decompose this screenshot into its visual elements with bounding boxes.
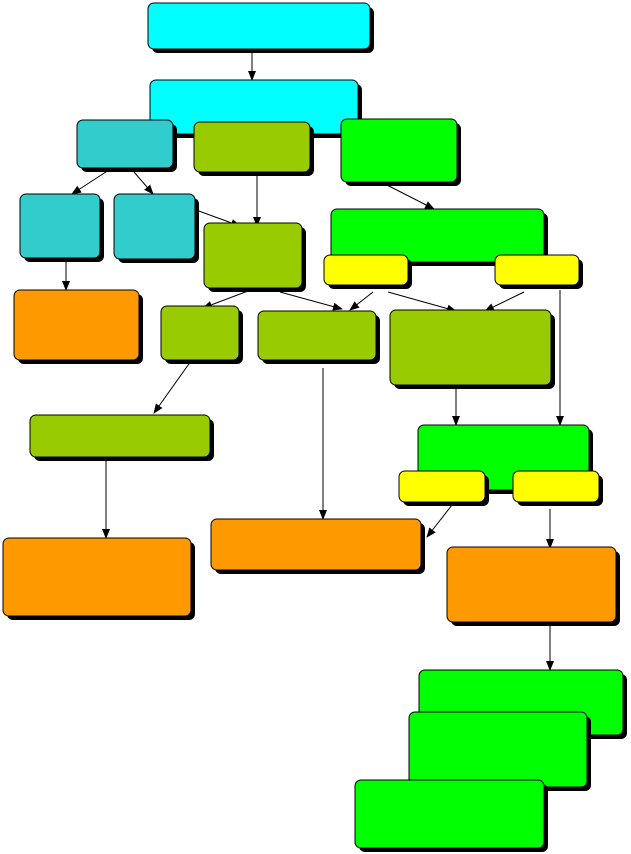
node-n5[interactable]: [340, 118, 461, 186]
node-n1[interactable]: [147, 2, 374, 53]
node-box: [113, 193, 196, 260]
node-box: [512, 470, 600, 503]
node-n22[interactable]: [446, 546, 620, 626]
node-n18[interactable]: [398, 470, 489, 506]
node-box: [330, 208, 545, 263]
node-n25[interactable]: [354, 779, 548, 852]
node-box: [29, 414, 211, 458]
node-box: [340, 118, 458, 183]
node-box: [210, 518, 422, 571]
node-n14[interactable]: [257, 310, 380, 364]
node-box: [446, 546, 617, 623]
node-n6[interactable]: [19, 193, 104, 262]
edge-n5-n9: [384, 183, 435, 210]
node-n24[interactable]: [408, 711, 591, 791]
node-box: [398, 470, 486, 503]
node-n13[interactable]: [160, 305, 243, 364]
edge-n10-n15: [387, 291, 457, 313]
edge-n13-n16: [153, 360, 192, 414]
node-n9[interactable]: [330, 208, 548, 266]
node-n7[interactable]: [113, 193, 199, 263]
edges-layer: [62, 49, 564, 671]
node-n21[interactable]: [210, 518, 425, 574]
node-box: [494, 254, 580, 286]
node-n3[interactable]: [76, 119, 177, 172]
node-box: [203, 222, 303, 289]
node-box: [389, 309, 552, 386]
node-box: [193, 121, 311, 173]
edge-n8-n13: [202, 290, 249, 309]
node-n19[interactable]: [512, 470, 603, 506]
node-box: [160, 305, 240, 361]
node-n11[interactable]: [494, 254, 583, 289]
node-n10[interactable]: [323, 254, 412, 289]
node-box: [408, 711, 588, 788]
node-n8[interactable]: [203, 222, 306, 292]
edge-n18-n21: [426, 504, 453, 538]
edge-n3-n6: [71, 167, 113, 195]
node-box: [354, 779, 545, 849]
node-box: [19, 193, 101, 259]
node-n12[interactable]: [13, 289, 143, 364]
node-box: [257, 310, 377, 361]
node-box: [76, 119, 174, 169]
edge-n10-n14: [349, 291, 374, 311]
node-box: [13, 289, 140, 361]
node-n4[interactable]: [193, 121, 314, 176]
edge-n3-n7: [133, 171, 154, 195]
edge-n11-n15: [484, 291, 525, 312]
node-box: [2, 537, 192, 617]
node-box: [323, 254, 409, 286]
node-n20[interactable]: [2, 537, 195, 620]
node-n16[interactable]: [29, 414, 214, 461]
edge-n8-n14: [279, 291, 343, 311]
node-box: [147, 2, 371, 50]
node-n15[interactable]: [389, 309, 555, 389]
